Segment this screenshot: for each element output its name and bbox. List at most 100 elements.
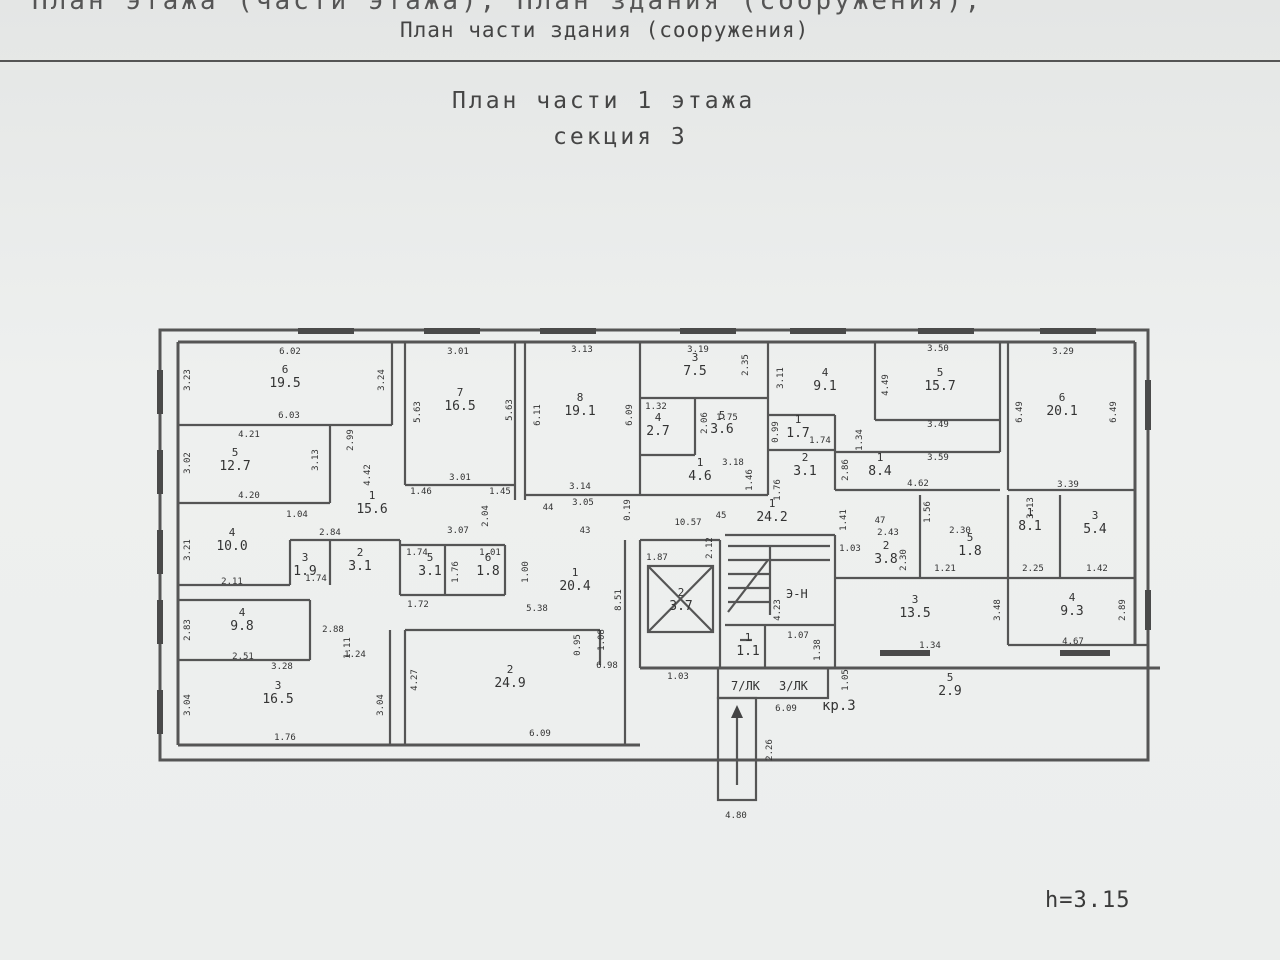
dimension-label: 3.49 xyxy=(927,420,949,430)
entrance-arrowhead xyxy=(731,705,743,718)
dimension-label: 2.06 xyxy=(700,412,710,434)
dimension-label: 3.48 xyxy=(993,599,1003,621)
dimension-label: 45 xyxy=(716,511,727,521)
dimension-label: 1.76 xyxy=(451,561,461,583)
window xyxy=(424,328,480,334)
room-area: 16.5 xyxy=(444,399,475,414)
plan-subtitle: секция 3 xyxy=(553,124,688,150)
dimension-label: 3.23 xyxy=(183,369,193,391)
room-number: 5 xyxy=(719,409,726,422)
room-area: 16.5 xyxy=(262,692,293,707)
room-number: 3 xyxy=(302,551,309,564)
dimension-label: 3.39 xyxy=(1057,480,1079,490)
room-number: 2 xyxy=(802,451,809,464)
room-number: 5 xyxy=(232,446,239,459)
dimension-label: 6.49 xyxy=(1015,401,1025,423)
dimension-label: 1.42 xyxy=(1086,564,1108,574)
dimension-label: 1.46 xyxy=(410,487,432,497)
elevator-cross xyxy=(647,565,714,633)
dimension-label: 3.02 xyxy=(183,452,193,474)
room-area: 1.9 xyxy=(293,564,316,579)
dimension-label: 6.02 xyxy=(279,347,301,357)
room-area: 5.4 xyxy=(1083,522,1107,537)
room-number: 5 xyxy=(427,551,434,564)
window xyxy=(157,530,163,574)
dimension-label: 1.76 xyxy=(773,479,783,501)
room-number: 5 xyxy=(967,531,974,544)
room-number: 4 xyxy=(655,411,662,424)
dimension-label: 2.11 xyxy=(221,577,243,587)
window xyxy=(1060,650,1110,656)
dimension-label: 4.62 xyxy=(907,479,929,489)
dimension-label: 3.29 xyxy=(1052,347,1074,357)
room-area: 19.1 xyxy=(564,404,595,419)
room-area: 13.5 xyxy=(899,606,930,621)
dimension-label: 4.80 xyxy=(725,811,747,821)
room-area: 24.2 xyxy=(756,510,787,525)
room-area: 1.1 xyxy=(736,644,759,659)
window xyxy=(1040,328,1096,334)
room-number: 7 xyxy=(457,386,464,399)
dimension-label: 3.01 xyxy=(449,473,471,483)
dimension-label: 2.30 xyxy=(949,526,971,536)
dimension-label: 3.13 xyxy=(1026,497,1036,519)
dimension-label: 5.63 xyxy=(413,401,423,423)
window xyxy=(790,328,846,334)
dimension-label: 4.23 xyxy=(773,599,783,621)
room-number: 1 xyxy=(795,413,802,426)
room-area: 8.1 xyxy=(1018,519,1041,534)
dimension-label: 3.50 xyxy=(927,344,949,354)
dimension-label: 1.00 xyxy=(521,561,531,583)
dimension-label: 2.35 xyxy=(741,354,751,376)
room-number: 3 xyxy=(275,679,282,692)
dimension-label: 1.34 xyxy=(919,641,941,651)
room-area: 3.1 xyxy=(348,559,371,574)
room-number: 4 xyxy=(1069,591,1076,604)
room-number: 4 xyxy=(229,526,236,539)
interior-walls xyxy=(178,342,1148,745)
dimension-label: 0.99 xyxy=(771,421,781,443)
dimension-label: 6.09 xyxy=(529,729,551,739)
room-area: 1.7 xyxy=(786,426,809,441)
room-area: 1.8 xyxy=(476,564,499,579)
room-area: 15.7 xyxy=(924,379,955,394)
room-area: 9.8 xyxy=(230,619,253,634)
window xyxy=(157,450,163,494)
stair-label: Э-Н xyxy=(786,587,808,601)
dimension-label: 6.11 xyxy=(533,404,543,426)
dimension-label: 3.19 xyxy=(687,345,709,355)
room-area: 9.1 xyxy=(813,379,836,394)
room-area: 20.1 xyxy=(1046,404,1077,419)
elevator-shaft xyxy=(646,564,715,634)
dimension-label: 1.01 xyxy=(479,548,501,558)
window xyxy=(880,650,930,656)
dimension-label: 1.11 xyxy=(343,637,353,659)
dimension-label: 1.04 xyxy=(286,510,308,520)
entry-label-1: 7/ЛК xyxy=(731,679,761,693)
room-area: 12.7 xyxy=(219,459,250,474)
window xyxy=(298,328,354,334)
dimension-label: 3.28 xyxy=(271,662,293,672)
room-area: 8.4 xyxy=(868,464,892,479)
dimension-label: 1.74 xyxy=(809,436,831,446)
room-area: 3.8 xyxy=(874,552,897,567)
dimension-label: 3.11 xyxy=(776,367,786,389)
dimension-label: 4.20 xyxy=(238,491,260,501)
dimension-label: 6.09 xyxy=(625,404,635,426)
room-number: 5 xyxy=(937,366,944,379)
dimension-label: 3.14 xyxy=(569,482,591,492)
dimension-label: 47 xyxy=(875,516,886,526)
window xyxy=(1145,590,1151,630)
window xyxy=(680,328,736,334)
room-area: 15.6 xyxy=(356,502,387,517)
room-number: 6 xyxy=(485,551,492,564)
dimension-label: 6.98 xyxy=(596,661,618,671)
room-area: 20.4 xyxy=(559,579,590,594)
dimension-label: 4.21 xyxy=(238,430,260,440)
dimension-label: 1.76 xyxy=(274,733,296,743)
room-number: 1 xyxy=(877,451,884,464)
dimension-label: 3.01 xyxy=(447,347,469,357)
dimension-label: 6.49 xyxy=(1109,401,1119,423)
